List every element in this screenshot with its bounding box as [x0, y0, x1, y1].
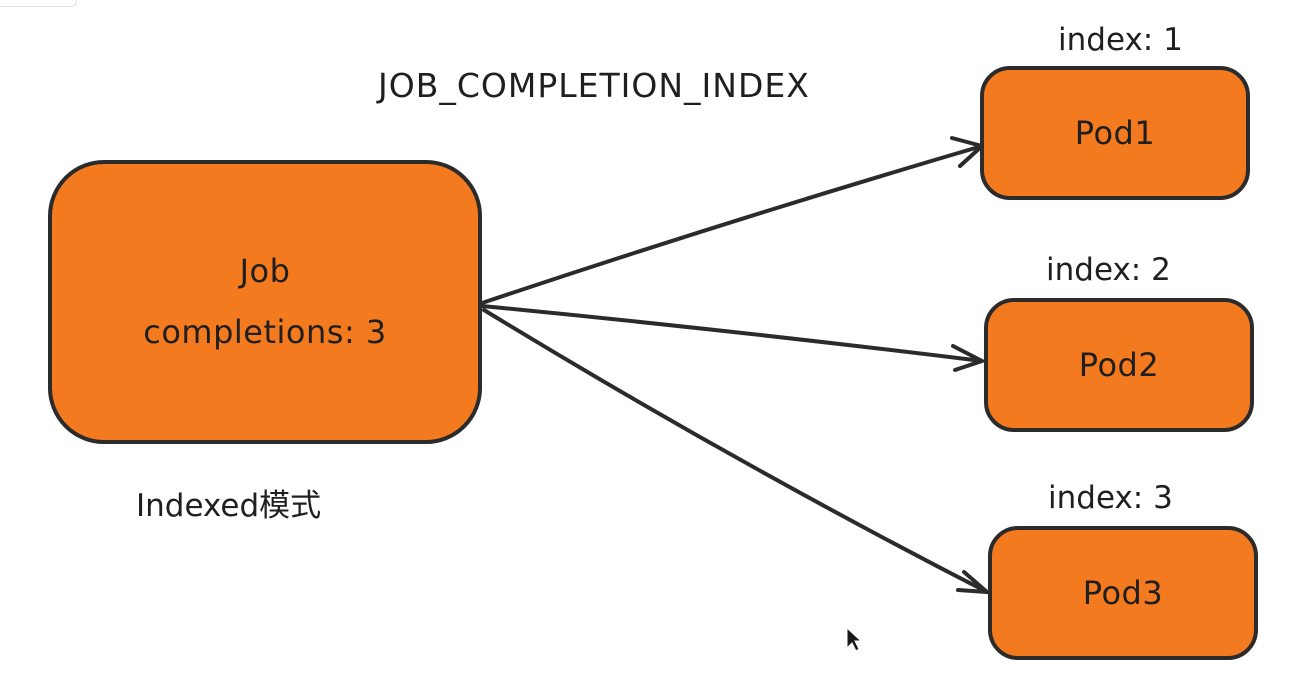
pod2-box: Pod2 — [984, 298, 1254, 432]
job-completions: completions: 3 — [143, 313, 387, 351]
pod3-box: Pod3 — [988, 526, 1258, 660]
pod1-index-label: index: 1 — [1058, 22, 1183, 58]
arrow-job-to-pod3 — [482, 308, 989, 594]
env-var-label: JOB_COMPLETION_INDEX — [378, 66, 810, 105]
mouse-pointer-icon — [846, 626, 863, 652]
arrow-job-to-pod1 — [480, 136, 984, 305]
mode-label: Indexed模式 — [136, 488, 322, 524]
pod1-name: Pod1 — [1074, 113, 1156, 152]
pod2-name: Pod2 — [1078, 345, 1160, 384]
job-box: Job completions: 3 — [48, 160, 482, 444]
job-title: Job — [239, 252, 291, 291]
pod1-box: Pod1 — [980, 66, 1250, 200]
pod2-index-label: index: 2 — [1046, 252, 1171, 288]
pod3-index-label: index: 3 — [1048, 480, 1173, 516]
arrow-job-to-pod2 — [480, 304, 984, 372]
pod3-name: Pod3 — [1082, 573, 1164, 612]
